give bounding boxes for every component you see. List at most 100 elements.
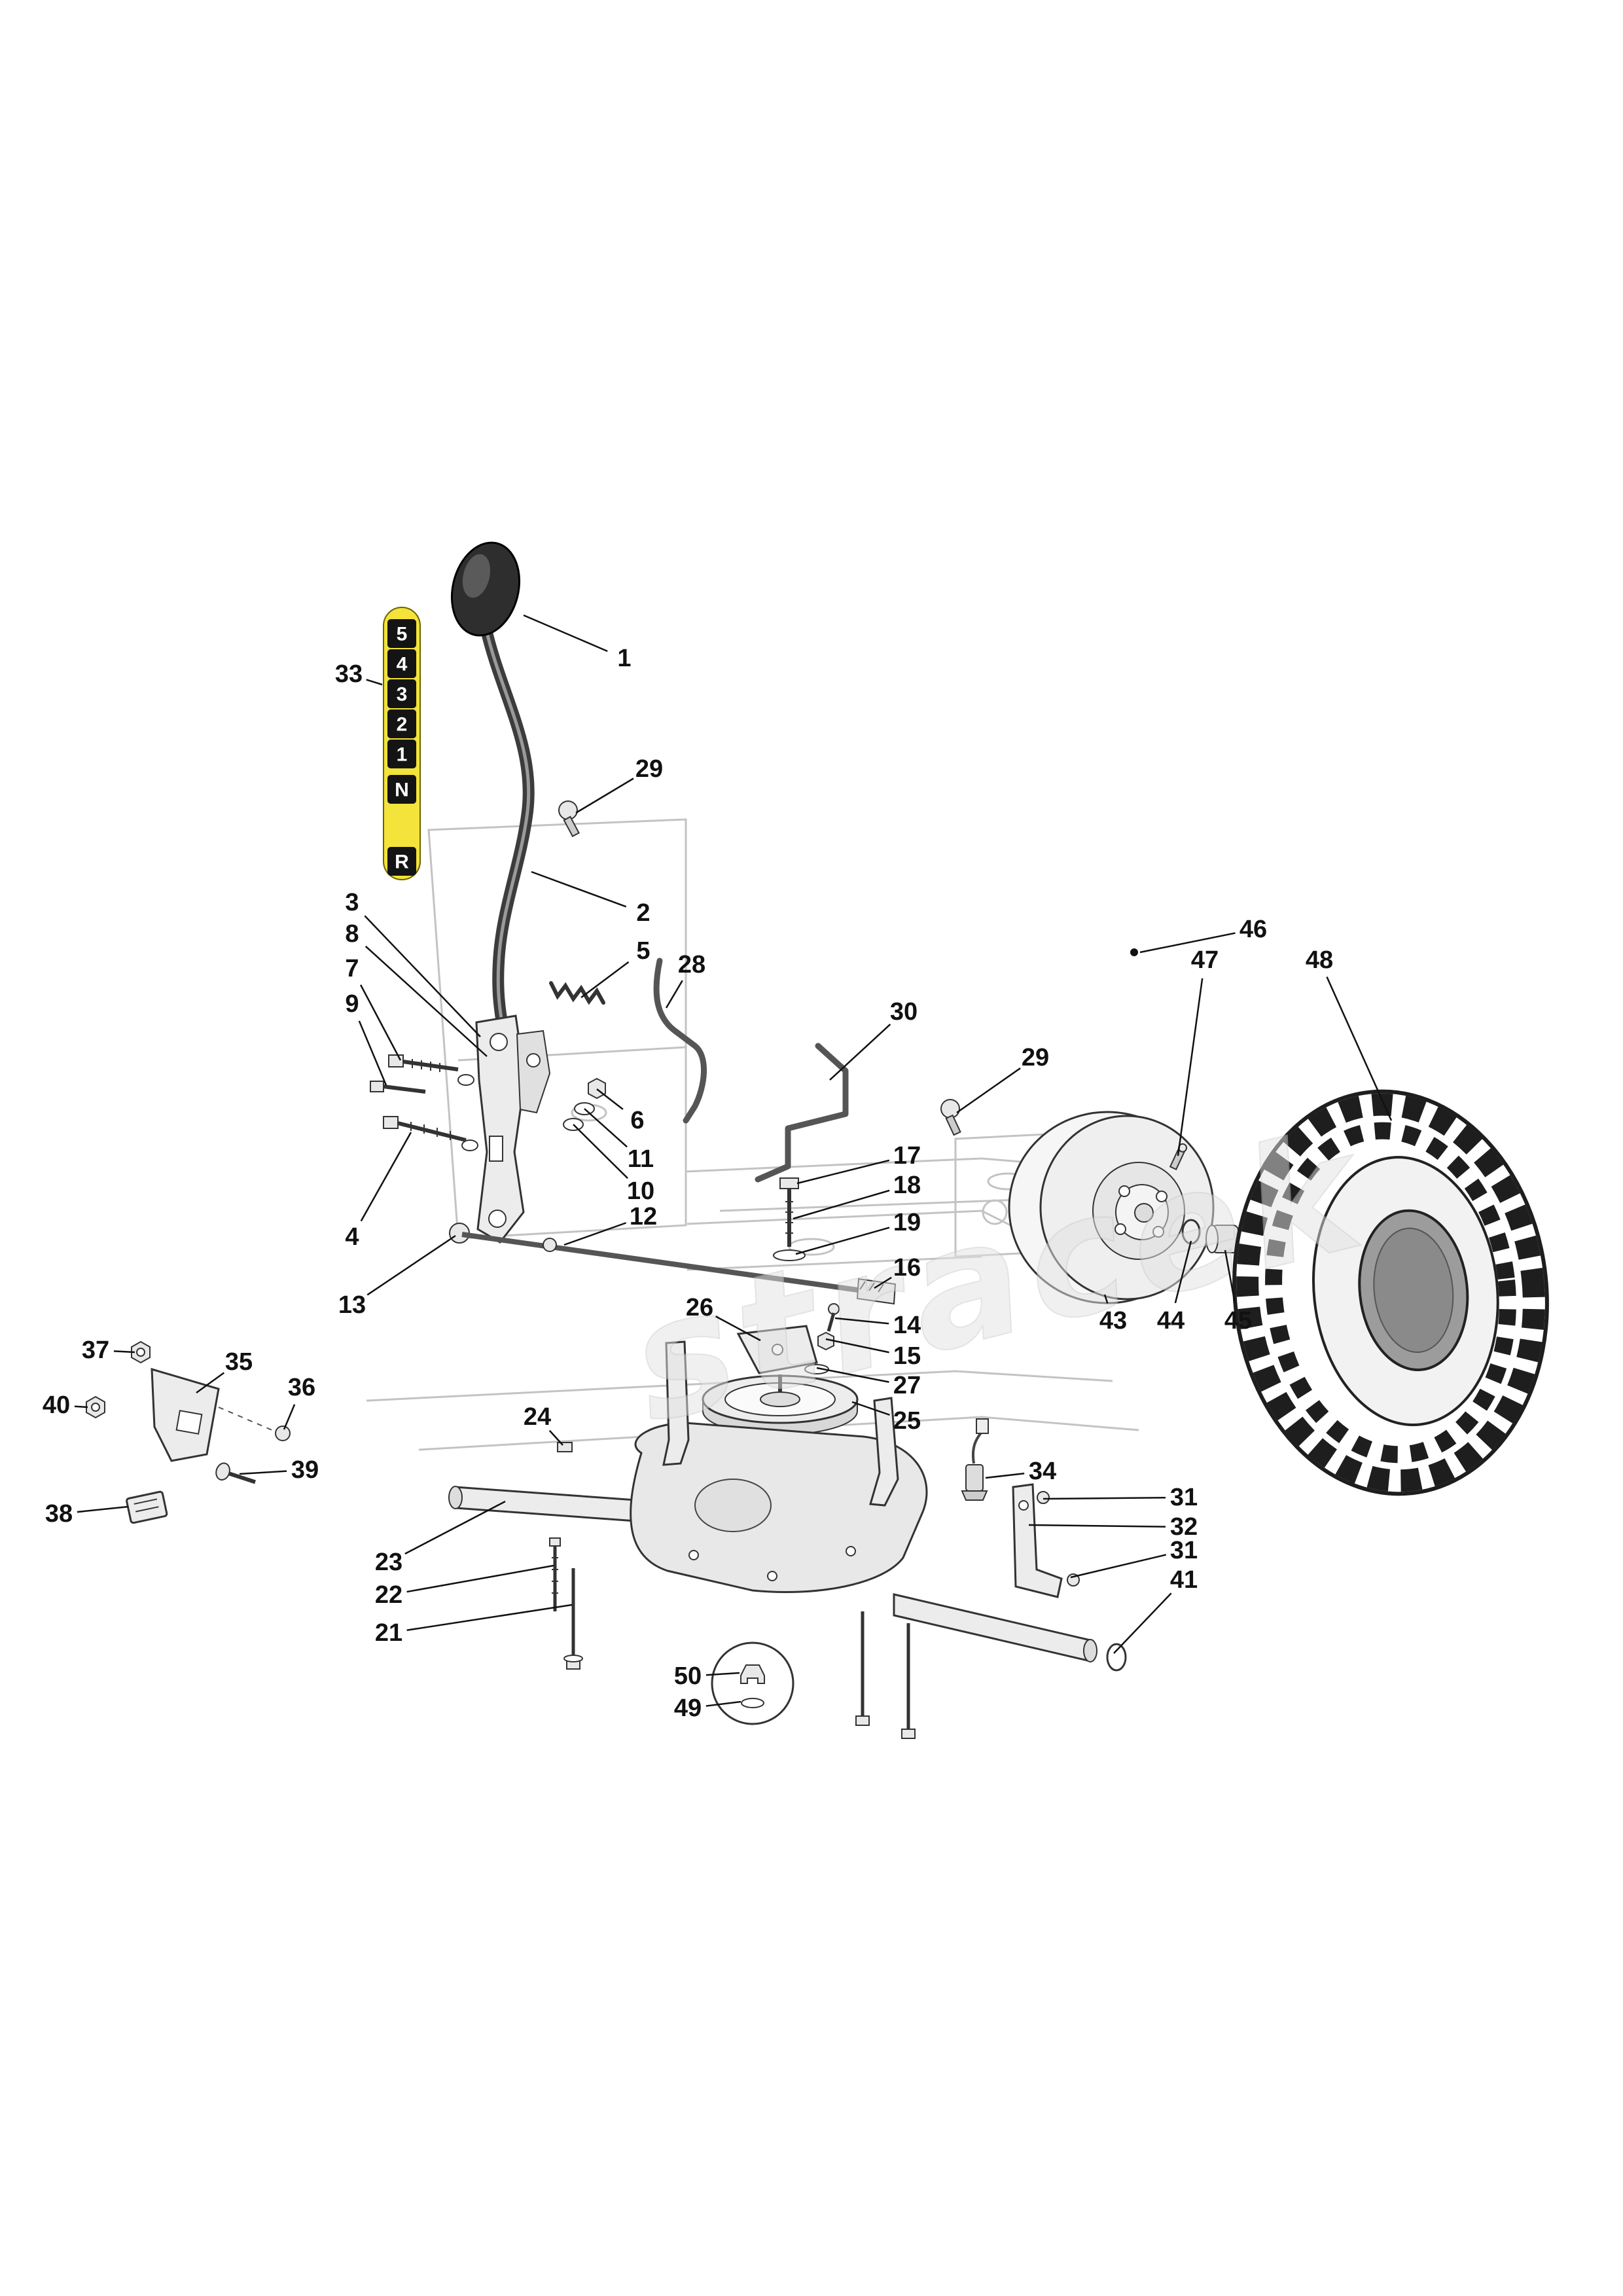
callout-leader-8 bbox=[365, 945, 488, 1057]
gear-label-5: 5 bbox=[397, 624, 408, 645]
washer-49 bbox=[741, 1698, 764, 1708]
callout-leader-23 bbox=[404, 1500, 506, 1555]
callout-30: 30 bbox=[890, 998, 918, 1026]
callout-26: 26 bbox=[686, 1294, 713, 1321]
valve-stem-47 bbox=[1169, 1143, 1188, 1171]
callout-3: 3 bbox=[345, 889, 359, 916]
callout-leader-31 bbox=[1043, 1497, 1166, 1500]
callout-23: 23 bbox=[375, 1549, 402, 1576]
mount-strap-left bbox=[662, 1340, 690, 1466]
callout-leader-27 bbox=[816, 1367, 889, 1383]
spring bbox=[549, 981, 605, 1005]
safety-switch-34 bbox=[961, 1418, 989, 1501]
gear-label-4: 4 bbox=[397, 654, 408, 675]
callout-43: 43 bbox=[1099, 1307, 1127, 1335]
callout-leader-34 bbox=[985, 1472, 1025, 1479]
bolt-4 bbox=[383, 1116, 467, 1142]
tire bbox=[1232, 1089, 1549, 1496]
callout-18: 18 bbox=[893, 1172, 921, 1199]
nut-24 bbox=[557, 1442, 573, 1452]
callout-leader-31 bbox=[1070, 1554, 1167, 1579]
callout-leader-5 bbox=[580, 961, 630, 999]
gear-label-1: 1 bbox=[397, 744, 408, 766]
callout-leader-28 bbox=[665, 980, 683, 1009]
gear-slot-N bbox=[387, 775, 416, 804]
bracket-32 bbox=[1012, 1483, 1063, 1598]
bolt-21 bbox=[563, 1568, 583, 1670]
callout-leader-41 bbox=[1113, 1592, 1172, 1654]
callout-36: 36 bbox=[288, 1374, 315, 1401]
callout-1: 1 bbox=[617, 645, 631, 672]
callout-leader-32 bbox=[1028, 1524, 1166, 1528]
knob-ball-36 bbox=[275, 1426, 291, 1441]
callout-leader-7 bbox=[359, 984, 402, 1061]
callout-leader-11 bbox=[584, 1108, 628, 1148]
callout-10: 10 bbox=[627, 1177, 654, 1205]
callout-leader-12 bbox=[563, 1222, 627, 1246]
callout-leader-24 bbox=[548, 1429, 563, 1446]
gear-slot-5 bbox=[387, 619, 416, 648]
gear-slot-1 bbox=[387, 740, 416, 768]
gear-shift-lever bbox=[450, 541, 535, 1024]
callout-35: 35 bbox=[225, 1348, 253, 1376]
gear-slot-3 bbox=[387, 679, 416, 708]
callout-46: 46 bbox=[1240, 916, 1267, 943]
gear-slot-R bbox=[387, 847, 416, 876]
callout-leader-2 bbox=[531, 870, 627, 908]
callout-leader-15 bbox=[825, 1338, 889, 1354]
callout-28: 28 bbox=[678, 951, 705, 978]
callout-leader-29 bbox=[956, 1067, 1021, 1114]
washer-41 bbox=[1106, 1643, 1127, 1672]
transmission-assembly bbox=[448, 1340, 1127, 1739]
callout-leader-16 bbox=[874, 1276, 892, 1289]
callout-leader-25 bbox=[851, 1401, 890, 1416]
screw-39 bbox=[215, 1462, 256, 1484]
callout-leader-3 bbox=[364, 915, 481, 1037]
callout-38: 38 bbox=[45, 1500, 73, 1528]
bolt-rear-2 bbox=[901, 1623, 916, 1739]
left-hardware-group bbox=[86, 1340, 291, 1524]
callout-47: 47 bbox=[1191, 946, 1219, 974]
shift-linkage-parts bbox=[370, 800, 961, 1374]
callout-leader-39 bbox=[239, 1470, 287, 1475]
wheel-rim bbox=[1008, 948, 1239, 1304]
callout-leader-37 bbox=[113, 1350, 135, 1354]
callout-45: 45 bbox=[1224, 1307, 1252, 1335]
callout-17: 17 bbox=[893, 1142, 921, 1170]
screw-31-bottom bbox=[1067, 1573, 1080, 1587]
bolt-9 bbox=[370, 1081, 426, 1094]
callout-31: 31 bbox=[1170, 1484, 1198, 1511]
callout-6: 6 bbox=[630, 1107, 644, 1134]
callout-44: 44 bbox=[1157, 1307, 1185, 1335]
gear-label-2: 2 bbox=[397, 714, 408, 736]
callout-leader-17 bbox=[796, 1159, 890, 1185]
callout-leader-21 bbox=[406, 1604, 573, 1631]
callout-leader-45 bbox=[1224, 1249, 1236, 1303]
callout-leader-47 bbox=[1177, 978, 1204, 1157]
axle-tube-right bbox=[893, 1593, 1092, 1662]
drive-pulley bbox=[702, 1374, 859, 1435]
screw-29-top bbox=[558, 800, 580, 838]
mount-strap-right bbox=[869, 1397, 899, 1507]
callout-4: 4 bbox=[345, 1223, 359, 1251]
bolt-7 bbox=[388, 1054, 459, 1072]
callout-37: 37 bbox=[82, 1336, 109, 1364]
callout-leader-22 bbox=[406, 1564, 554, 1593]
callout-leader-43 bbox=[1103, 1294, 1109, 1304]
washer-27 bbox=[804, 1364, 829, 1374]
callout-leader-6 bbox=[596, 1088, 624, 1110]
link-bracket bbox=[516, 1030, 551, 1114]
callout-11: 11 bbox=[628, 1145, 654, 1173]
callout-leader-36 bbox=[283, 1404, 296, 1430]
callout-leader-49 bbox=[705, 1700, 741, 1707]
callout-49: 49 bbox=[674, 1695, 702, 1722]
callout-leader-48 bbox=[1326, 977, 1393, 1121]
rod-30 bbox=[755, 1043, 849, 1183]
gear-label-3: 3 bbox=[397, 684, 408, 706]
gear-knob bbox=[450, 541, 521, 637]
callout-leader-1 bbox=[523, 614, 608, 653]
callout-27: 27 bbox=[893, 1372, 921, 1399]
rod-28 bbox=[653, 958, 707, 1124]
